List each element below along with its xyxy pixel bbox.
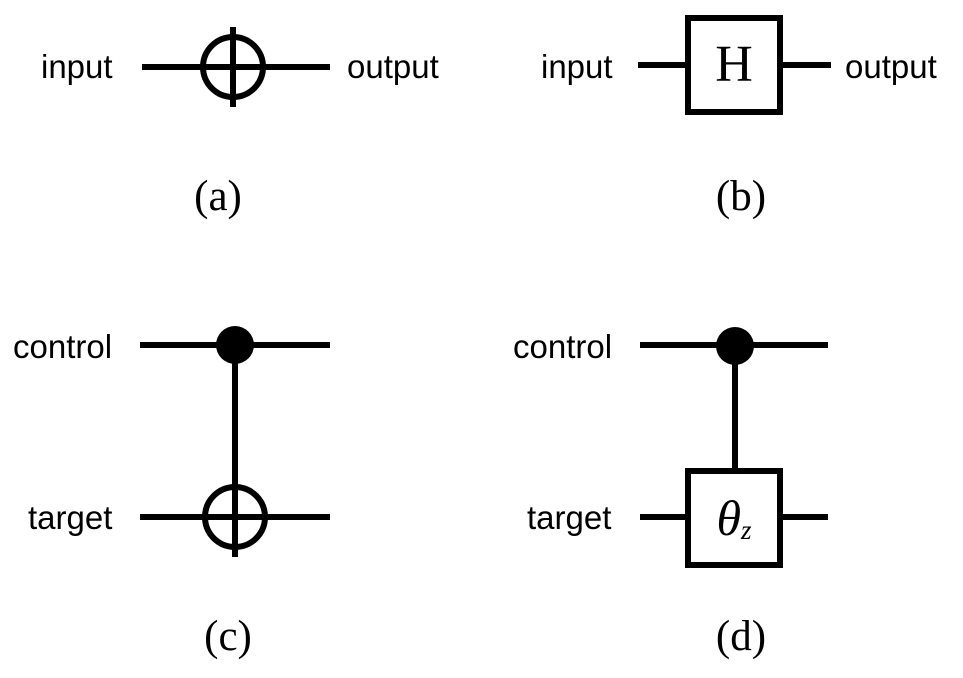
rotation-gate-subscript: z bbox=[741, 514, 752, 545]
wire-label-target: target bbox=[527, 499, 612, 536]
xor-target-circle-icon bbox=[202, 484, 268, 550]
wire-label-input: input bbox=[541, 48, 613, 85]
rotation-gate-symbol: θ bbox=[716, 490, 742, 546]
wire-label-control: control bbox=[513, 328, 613, 365]
target-qubit-wire bbox=[781, 514, 828, 520]
control-target-connector bbox=[732, 346, 738, 470]
wire-label-control: control bbox=[13, 328, 113, 365]
wire-label-output: output bbox=[347, 48, 439, 85]
wire-label-output: output bbox=[845, 48, 937, 85]
qubit-wire bbox=[638, 62, 688, 68]
panel-caption: (c) bbox=[204, 613, 252, 660]
target-qubit-wire bbox=[640, 514, 687, 520]
qubit-wire bbox=[781, 62, 831, 68]
panel-caption: (a) bbox=[194, 173, 242, 220]
wire-label-input: input bbox=[41, 48, 113, 85]
wire-label-target: target bbox=[28, 499, 113, 536]
control-target-connector bbox=[232, 345, 238, 557]
hadamard-gate-box: H bbox=[685, 15, 783, 115]
hadamard-gate-label: H bbox=[715, 36, 753, 93]
xor-gate-crossbar-icon bbox=[230, 27, 236, 107]
panel-caption: (d) bbox=[715, 613, 767, 660]
panel-caption: (b) bbox=[715, 173, 767, 220]
